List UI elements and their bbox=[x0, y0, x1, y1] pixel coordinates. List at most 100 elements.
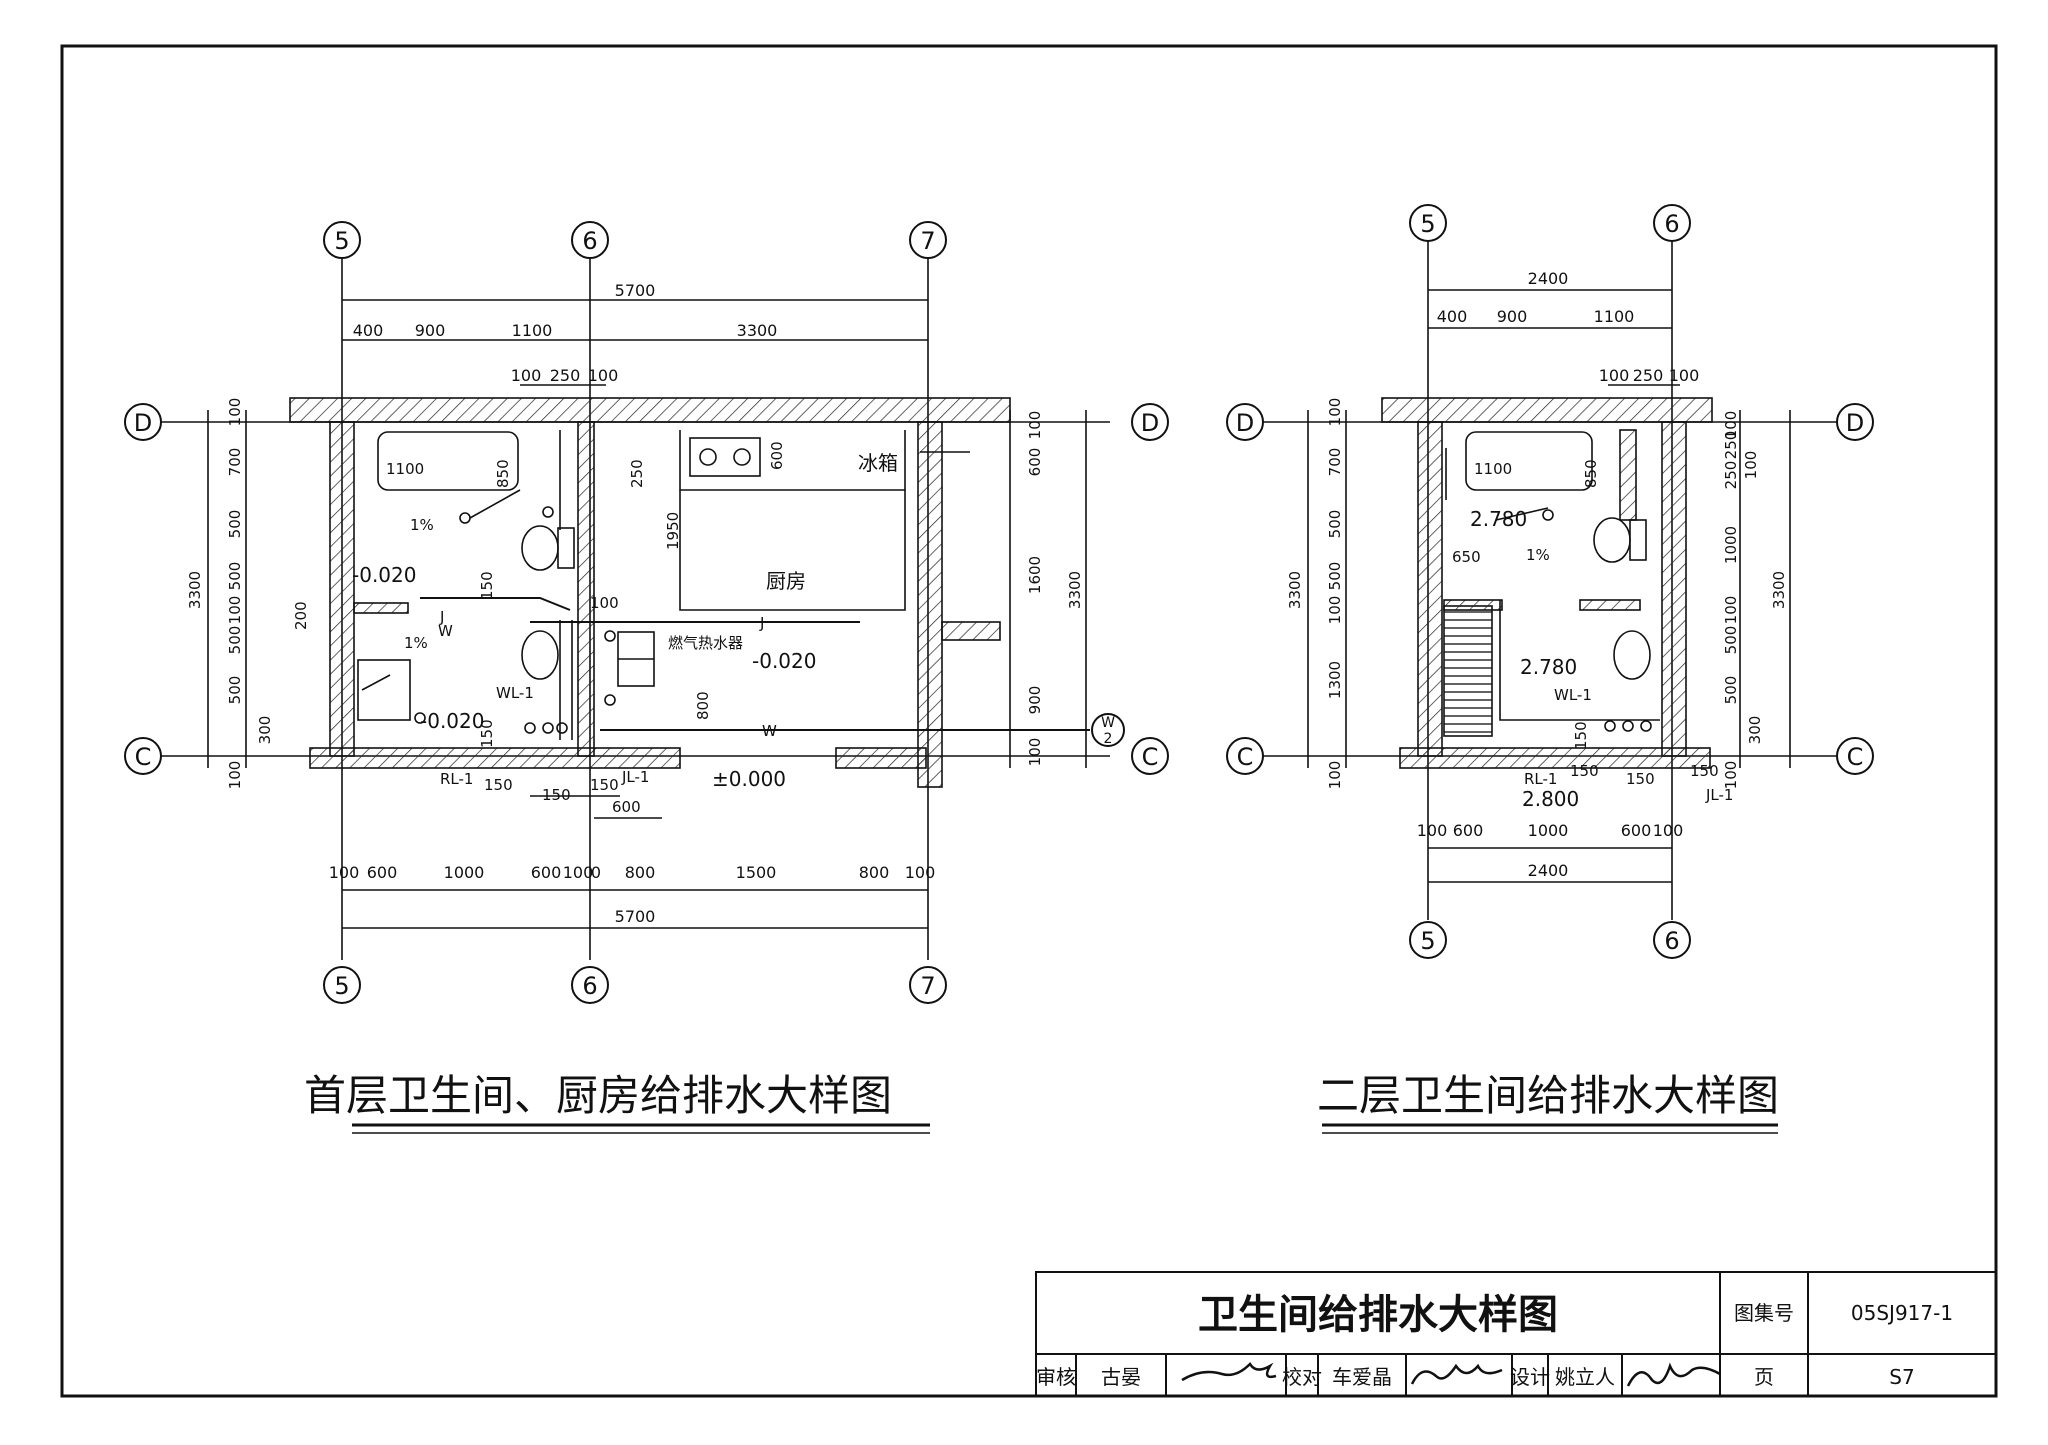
dim-misc: 800 bbox=[694, 691, 712, 720]
dim-right-seg: 100 bbox=[1722, 411, 1740, 440]
dim-bottom-seg: 100 bbox=[1417, 821, 1448, 840]
drawing-2-title: 二层卫生间给排水大样图 bbox=[1317, 1071, 1779, 1120]
wall-top bbox=[289, 397, 1011, 423]
axis-7-bottom: 7 bbox=[920, 972, 935, 1000]
axis-7-top: 7 bbox=[920, 227, 935, 255]
dim-left-seg: 100 bbox=[1326, 596, 1344, 625]
dim-top-seg: 3300 bbox=[737, 321, 778, 340]
level-mark: 2.800 bbox=[1522, 787, 1579, 811]
dim-left-seg: 500 bbox=[226, 626, 244, 655]
signature-strokes bbox=[1181, 1361, 1721, 1387]
axis-d-right: D bbox=[1846, 409, 1864, 437]
axis-5-bottom: 5 bbox=[334, 972, 349, 1000]
wall-stub bbox=[941, 621, 1001, 641]
dim-misc: 600 bbox=[768, 441, 786, 470]
dim-misc: 650 bbox=[1452, 548, 1481, 566]
axis-d-right: D bbox=[1141, 409, 1159, 437]
dim-misc: 150 bbox=[590, 776, 619, 794]
level-mark: -0.020 bbox=[352, 563, 416, 587]
dim-left-seg: 700 bbox=[226, 448, 244, 477]
dim-right-overall: 3300 bbox=[1066, 571, 1084, 609]
axis-c-right: C bbox=[1142, 743, 1159, 771]
toilet bbox=[521, 525, 559, 571]
dim-misc: 850 bbox=[1582, 459, 1600, 488]
dim-right-seg: 100 bbox=[1722, 596, 1740, 625]
axis-bubbles-second bbox=[1226, 204, 1874, 959]
dim-bottom-seg: 0 bbox=[591, 863, 601, 882]
level-mark: -0.020 bbox=[752, 649, 816, 673]
atlas-label: 图集号 bbox=[1734, 1301, 1794, 1325]
dim-bottom-seg: 800 bbox=[625, 863, 656, 882]
pipe-label-w: W bbox=[438, 622, 453, 640]
level-mark: 2.780 bbox=[1520, 655, 1577, 679]
dim-bottom-overall: 2400 bbox=[1528, 861, 1569, 880]
axis-6-bottom: 6 bbox=[582, 972, 597, 1000]
axis-6-bottom: 6 bbox=[1664, 927, 1679, 955]
dim-top-overall: 5700 bbox=[615, 281, 656, 300]
dim-bottom-overall: 5700 bbox=[615, 907, 656, 926]
page-number: S7 bbox=[1889, 1365, 1914, 1389]
title-block-title: 卫生间给排水大样图 bbox=[1198, 1292, 1558, 1338]
axis-c-left: C bbox=[135, 743, 152, 771]
dim-top-seg: 900 bbox=[1497, 307, 1528, 326]
reviewer-name: 古晏 bbox=[1101, 1365, 1141, 1389]
axis-5-top: 5 bbox=[1420, 210, 1435, 238]
room-kitchen-label: 厨房 bbox=[766, 569, 806, 593]
dim-misc: 1100 bbox=[1474, 460, 1512, 478]
dim-misc: 250 bbox=[628, 459, 646, 488]
pipe-label-j: J bbox=[439, 608, 444, 626]
dim-right-seg: 500 bbox=[1722, 626, 1740, 655]
dim-top-detail: 100 bbox=[588, 366, 619, 385]
wall-bottom bbox=[1399, 747, 1711, 769]
designer-name: 姚立人 bbox=[1555, 1365, 1615, 1389]
dim-misc: 150 bbox=[542, 786, 571, 804]
dim-bottom-seg: 100 bbox=[329, 863, 360, 882]
dim-misc: 1100 bbox=[386, 460, 424, 478]
wall-left bbox=[1417, 421, 1443, 757]
dim-right-seg: 300 bbox=[1746, 716, 1764, 745]
dim-right-seg: 1600 bbox=[1026, 556, 1044, 594]
dim-misc: 150 bbox=[1570, 762, 1599, 780]
wall-stub bbox=[1619, 429, 1637, 521]
dim-bottom-seg: 100 bbox=[905, 863, 936, 882]
wall-top bbox=[1381, 397, 1713, 423]
axis-c-left: C bbox=[1237, 743, 1254, 771]
dim-bottom-seg: 100 bbox=[1653, 821, 1684, 840]
dim-right-seg: 600 bbox=[1026, 448, 1044, 477]
dim-right-seg: 100 bbox=[1026, 411, 1044, 440]
axis-c-right: C bbox=[1847, 743, 1864, 771]
axis-bubbles-ground bbox=[124, 221, 1169, 1004]
drawing-second-floor bbox=[1250, 240, 1840, 920]
basin bbox=[1613, 630, 1651, 680]
dim-right-seg: 900 bbox=[1026, 686, 1044, 715]
pipe-label-jl: JL-1 bbox=[621, 768, 649, 786]
dim-top-seg: 400 bbox=[1437, 307, 1468, 326]
bathtub bbox=[377, 431, 519, 491]
dim-misc: 150 bbox=[478, 719, 496, 748]
title-block bbox=[1035, 1271, 1997, 1397]
slope-mark: 1% bbox=[410, 516, 434, 534]
axis-6-top: 6 bbox=[1664, 210, 1679, 238]
pipe-label-j: J bbox=[759, 614, 764, 632]
gas-heater-label: 燃气热水器 bbox=[668, 634, 743, 652]
stair-block bbox=[1443, 605, 1493, 737]
dim-left-seg: 500 bbox=[226, 562, 244, 591]
dim-top-detail: 100 bbox=[511, 366, 542, 385]
dim-bottom-seg: 1000 bbox=[1528, 821, 1569, 840]
dim-left-overall: 3300 bbox=[1286, 571, 1304, 609]
dim-left-seg: 300 bbox=[256, 716, 274, 745]
index-mark-top: W bbox=[1101, 715, 1115, 731]
dim-top-seg: 1100 bbox=[512, 321, 553, 340]
dim-top-seg: 1100 bbox=[1594, 307, 1635, 326]
dim-right-seg: 100 bbox=[1742, 451, 1760, 480]
wall-bottom-left bbox=[309, 747, 681, 769]
dim-bottom-seg: 600 bbox=[1453, 821, 1484, 840]
level-mark: 2.780 bbox=[1470, 507, 1527, 531]
index-mark-bottom: 2 bbox=[1104, 731, 1113, 747]
dim-left-overall: 3300 bbox=[186, 571, 204, 609]
dim-misc: 150 bbox=[484, 776, 513, 794]
sheet-border bbox=[60, 44, 1998, 1398]
pipe-label-wl: WL-1 bbox=[496, 684, 534, 702]
dim-misc: 200 bbox=[292, 601, 310, 630]
